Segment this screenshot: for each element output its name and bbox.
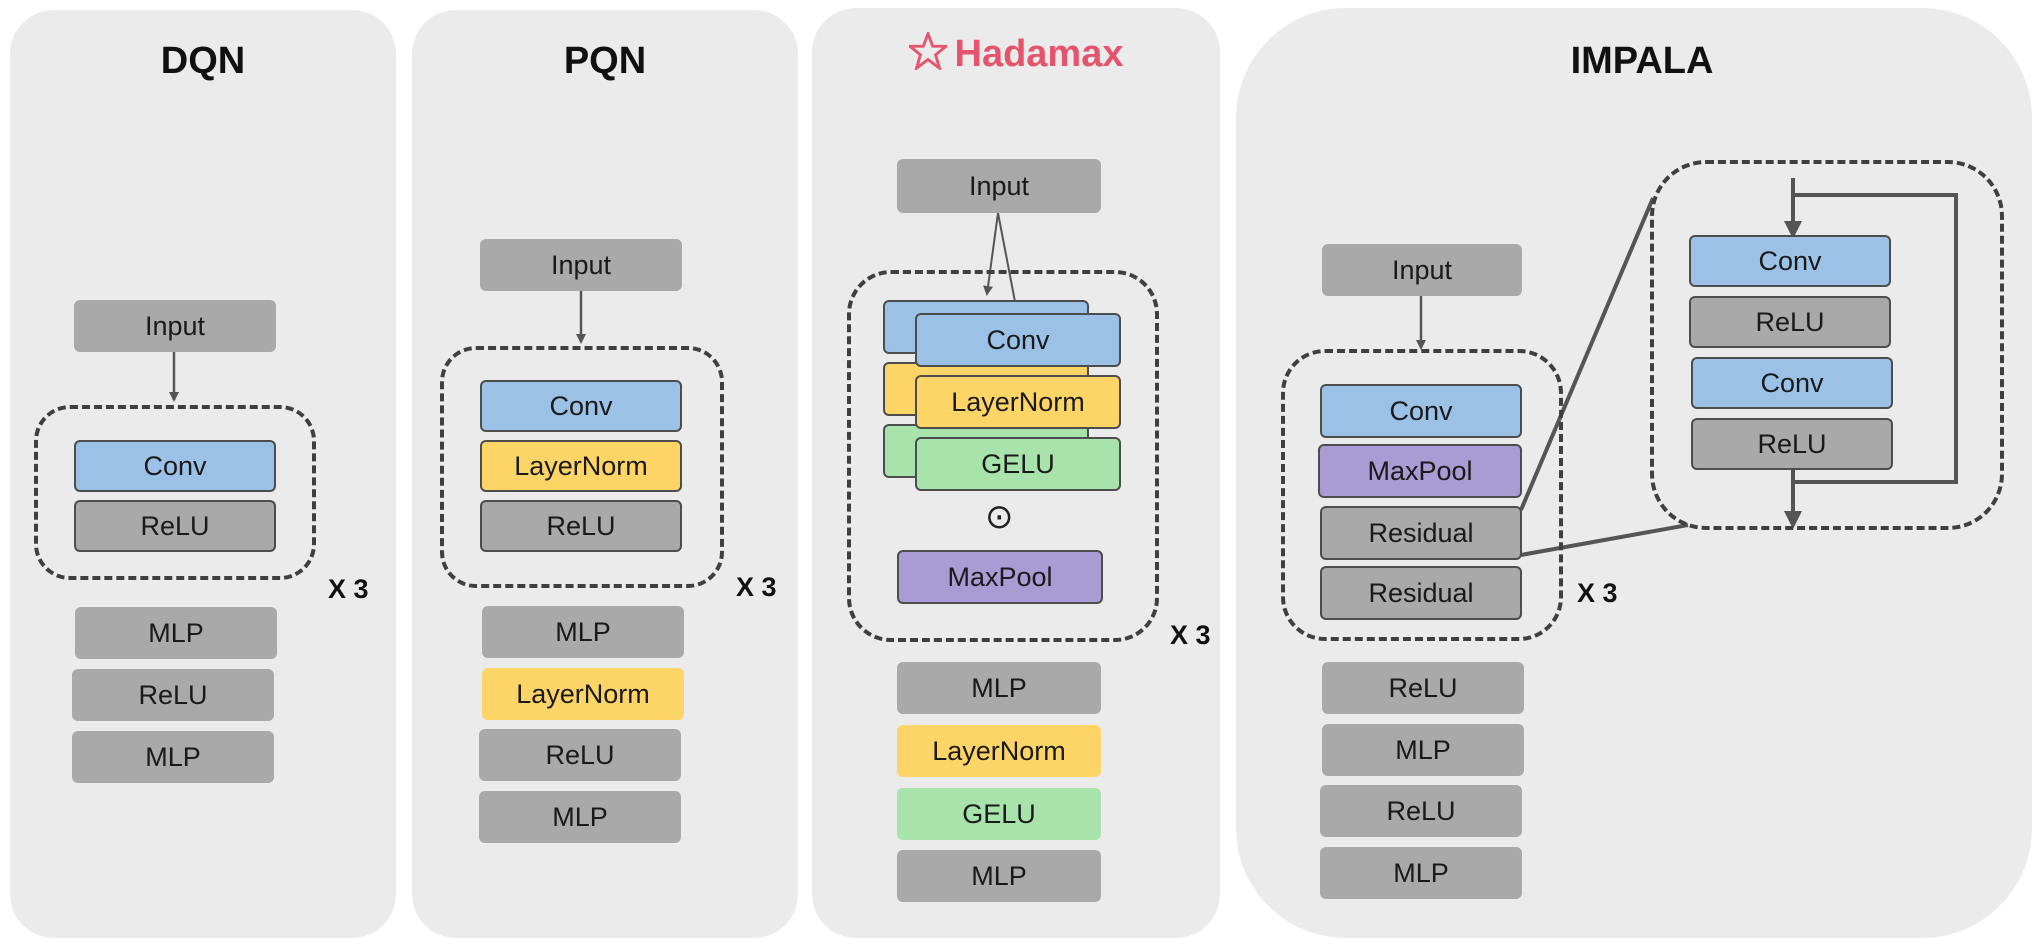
zoom-line-top — [1519, 197, 1655, 511]
hadamax-head-mlp-2: MLP — [897, 850, 1101, 902]
hadamax-head-mlp-1: MLP — [897, 662, 1101, 714]
pqn-relu: ReLU — [480, 500, 682, 552]
impala-title: IMPALA — [1570, 40, 1714, 82]
pqn-title: PQN — [563, 40, 647, 82]
dqn-title: DQN — [160, 40, 246, 82]
impala-head-mlp-2: MLP — [1320, 847, 1522, 899]
impala-head-relu-2: ReLU — [1320, 785, 1522, 837]
hadamax-layernorm: LayerNorm — [915, 375, 1121, 429]
dqn-head-relu: ReLU — [72, 669, 274, 721]
hadamax-gelu: GELU — [915, 437, 1121, 491]
hadamax-input-arrow-left — [983, 212, 999, 296]
impala-residual-2: Residual — [1320, 566, 1522, 620]
star-outline-icon — [905, 29, 950, 80]
hadamax-title-text: Hadamax — [954, 33, 1124, 75]
dqn-head-mlp-2: MLP — [72, 731, 274, 783]
dqn-repeat-label: X 3 — [328, 574, 369, 604]
pqn-head-relu: ReLU — [479, 729, 681, 781]
impala-repeat-block — [1281, 349, 1563, 641]
residual-detail-relu-2: ReLU — [1691, 418, 1893, 470]
impala-conv: Conv — [1320, 384, 1522, 438]
impala-head-mlp-1: MLP — [1322, 724, 1524, 776]
hadamax-input-arrow-right — [997, 212, 1021, 314]
impala-input: Input — [1322, 244, 1522, 296]
residual-detail-relu-1: ReLU — [1689, 296, 1891, 348]
hadamax-maxpool: MaxPool — [897, 550, 1103, 604]
pqn-conv: Conv — [480, 380, 682, 432]
dqn-conv: Conv — [74, 440, 276, 492]
hadamax-repeat-label: X 3 — [1170, 620, 1211, 650]
residual-skip-line — [1793, 193, 1958, 484]
hadamax-conv: Conv — [915, 313, 1121, 367]
pqn-head-mlp-2: MLP — [479, 791, 681, 843]
pqn-repeat-label: X 3 — [736, 572, 777, 602]
residual-detail-conv-1: Conv — [1689, 235, 1891, 287]
impala-repeat-label: X 3 — [1577, 578, 1618, 608]
impala-residual-1: Residual — [1320, 506, 1522, 560]
impala-maxpool: MaxPool — [1318, 444, 1522, 498]
dqn-head-mlp-1: MLP — [75, 607, 277, 659]
hadamax-head-gelu: GELU — [897, 788, 1101, 840]
dqn-repeat-block — [34, 405, 316, 580]
hadamax-repeat-block — [847, 270, 1159, 642]
dqn-relu: ReLU — [74, 500, 276, 552]
pqn-head-layernorm: LayerNorm — [482, 668, 684, 720]
residual-detail-conv-2: Conv — [1691, 357, 1893, 409]
pqn-repeat-block — [440, 346, 724, 588]
dqn-input: Input — [74, 300, 276, 352]
hadamax-head-layernorm: LayerNorm — [897, 725, 1101, 777]
pqn-input: Input — [480, 239, 682, 291]
hadamard-product-symbol: ⊙ — [985, 498, 1014, 536]
pqn-layernorm: LayerNorm — [480, 440, 682, 492]
residual-detail-block — [1650, 160, 2004, 530]
impala-head-relu-1: ReLU — [1322, 662, 1524, 714]
hadamax-input: Input — [897, 159, 1101, 213]
hadamax-title: Hadamax — [866, 29, 1166, 80]
pqn-head-mlp-1: MLP — [482, 606, 684, 658]
zoom-line-bottom — [1520, 523, 1689, 557]
